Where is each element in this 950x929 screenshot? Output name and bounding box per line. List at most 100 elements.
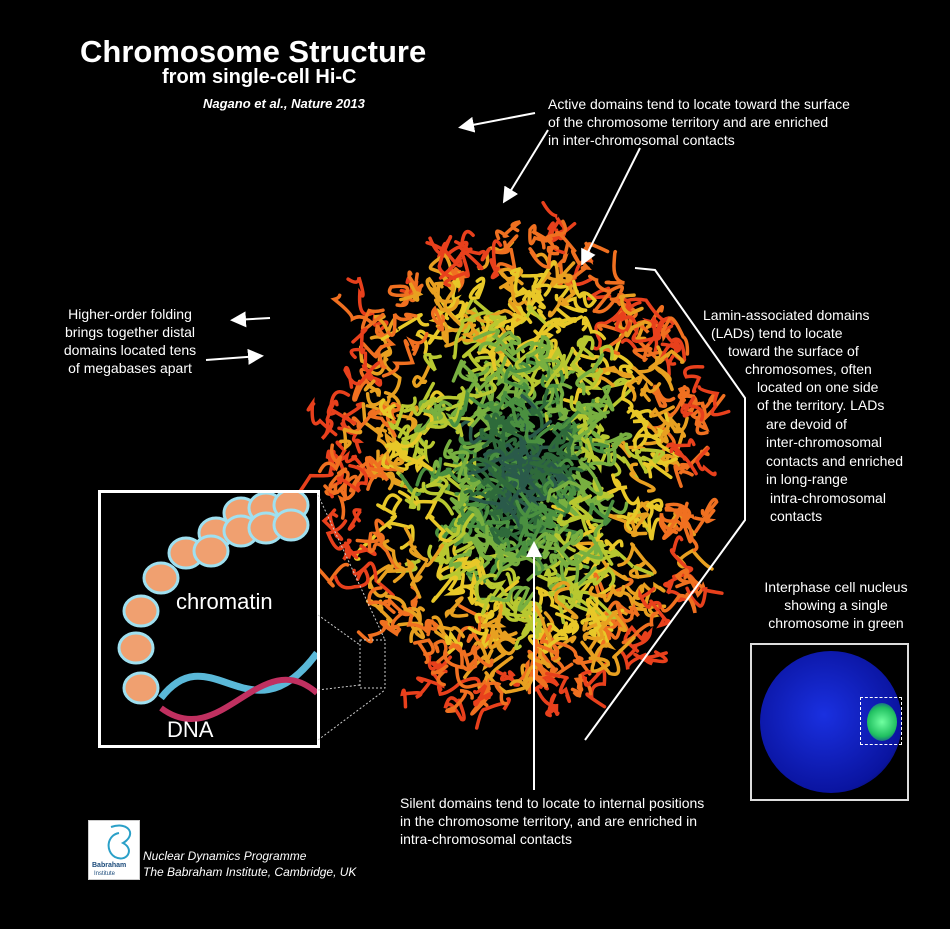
annotation-line: chromosomes, often xyxy=(745,361,872,377)
chromatin-fibre xyxy=(495,669,521,687)
chromatin-fibre xyxy=(400,680,432,709)
chromatin-fibre xyxy=(443,240,470,288)
chromatin-fibre xyxy=(553,612,580,641)
chromatin-fibre xyxy=(473,409,494,438)
chromatin-fibre xyxy=(458,604,482,643)
chromatin-fibre xyxy=(449,493,476,510)
chromatin-fibre xyxy=(349,327,368,360)
chromatin-fibre xyxy=(545,219,568,242)
chromatin-fibre xyxy=(468,276,486,301)
chromatin-fibre xyxy=(497,424,508,461)
chromatin-fibre xyxy=(695,446,717,477)
chromatin-fibre xyxy=(531,229,560,256)
citation: Nagano et al., Nature 2013 xyxy=(203,96,365,111)
chromatin-fibre xyxy=(482,638,508,672)
chromatin-fibre xyxy=(477,330,522,352)
chromatin-inset: chromatin DNA xyxy=(98,490,320,748)
chromatin-fibre xyxy=(437,242,463,280)
chromatin-fibre xyxy=(513,602,545,640)
dna-strand xyxy=(158,650,317,701)
chromatin-fibre xyxy=(675,548,714,571)
chromatin-fibre xyxy=(387,396,417,441)
chromatin-fibre xyxy=(527,531,558,560)
annotation-line: Higher-order folding xyxy=(68,306,192,322)
chromatin-fibre xyxy=(323,467,348,495)
annotation-line: chromosome in green xyxy=(768,615,904,631)
chromatin-fibre xyxy=(588,644,611,673)
chromatin-fibre xyxy=(385,451,405,473)
chromatin-fibre xyxy=(693,497,719,534)
chromatin-fibre xyxy=(673,464,694,488)
chromatin-fibre xyxy=(436,386,475,405)
chromatin-fibre xyxy=(452,450,470,489)
chromatin-fibre xyxy=(556,307,584,328)
annotation-line: intra-chromosomal xyxy=(770,490,886,506)
chromatin-fibre xyxy=(428,234,453,260)
chromatin-fibre xyxy=(556,437,574,458)
annotation-line: Active domains tend to locate toward the… xyxy=(548,96,850,112)
chromatin-fibre xyxy=(364,456,390,477)
annotation-line: of the territory. LADs xyxy=(757,397,885,413)
chromatin-fibre xyxy=(478,316,512,336)
chromatin-fibre xyxy=(433,282,460,313)
chromatin-fibre xyxy=(498,267,524,290)
chromatin-fibre xyxy=(551,580,579,620)
chromatin-fibre xyxy=(430,664,449,687)
chromatin-fibre xyxy=(369,335,393,376)
chromatin-fibre xyxy=(500,465,525,490)
chromatin-fibre xyxy=(415,466,452,487)
nucleus-micrograph xyxy=(750,643,909,801)
dna-strand xyxy=(159,676,317,723)
chromatin-fibre xyxy=(402,396,437,417)
chromatin-fibre xyxy=(406,331,429,356)
chromatin-fibre xyxy=(425,276,454,304)
dna-label: DNA xyxy=(167,717,214,742)
chromatin-fibre xyxy=(561,296,588,313)
nucleosome xyxy=(117,631,155,665)
chromatin-fibre xyxy=(493,557,515,581)
chromatin-fibre xyxy=(407,270,421,295)
chromatin-fibre xyxy=(449,388,470,428)
annotation-line: brings together distal xyxy=(65,324,195,340)
annotation-line: showing a single xyxy=(784,597,888,613)
green-chromosome-territory xyxy=(867,703,897,741)
chromatin-fibre xyxy=(493,234,519,255)
chromatin-fibre xyxy=(379,398,397,421)
chromatin-fibre xyxy=(539,624,565,671)
chromatin-fibre xyxy=(527,628,569,655)
chromatin-fibre xyxy=(445,689,474,713)
chromatin-fibre xyxy=(436,676,481,697)
chromatin-fibre xyxy=(483,447,526,468)
chromatin-fibre xyxy=(525,335,551,360)
chromatin-fibre xyxy=(467,355,508,393)
chromatin-fibre xyxy=(425,411,449,429)
chromatin-fibre xyxy=(488,314,508,331)
chromatin-fibre xyxy=(559,529,584,552)
chromatin-fibre xyxy=(533,682,560,717)
chromatin-fibre xyxy=(423,352,442,372)
chromatin-fibre xyxy=(399,282,424,302)
svg-text:Institute: Institute xyxy=(94,871,116,877)
annotation-line: (LADs) tend to locate xyxy=(711,325,843,341)
chromatin-fibre xyxy=(492,312,528,331)
chromatin-fibre xyxy=(489,526,509,549)
silent-domains-annotation: Silent domains tend to locate to interna… xyxy=(400,794,704,848)
chromatin-fibre xyxy=(381,444,408,469)
chromatin-fibre xyxy=(321,508,344,541)
nucleosome xyxy=(272,508,310,542)
chromatin-fibre xyxy=(564,581,584,610)
chromatin-fibre xyxy=(466,644,494,672)
chromatin-fibre xyxy=(415,329,446,355)
chromatin-fibre xyxy=(528,245,560,269)
chromatin-fibre xyxy=(502,489,522,528)
nucleosome xyxy=(142,561,180,595)
footer-line: Nuclear Dynamics Programme xyxy=(143,849,307,863)
chromatin-fibre xyxy=(514,349,541,397)
annotation-line: contacts and enriched xyxy=(766,453,903,469)
chromatin-fibre xyxy=(482,390,524,410)
chromatin-fibre xyxy=(333,568,370,590)
chromatin-fibre xyxy=(570,673,583,698)
chromatin-fibre xyxy=(421,475,445,496)
chromatin-fibre xyxy=(474,362,497,399)
higher-order-folding-annotation: Higher-order folding brings together dis… xyxy=(45,305,215,377)
